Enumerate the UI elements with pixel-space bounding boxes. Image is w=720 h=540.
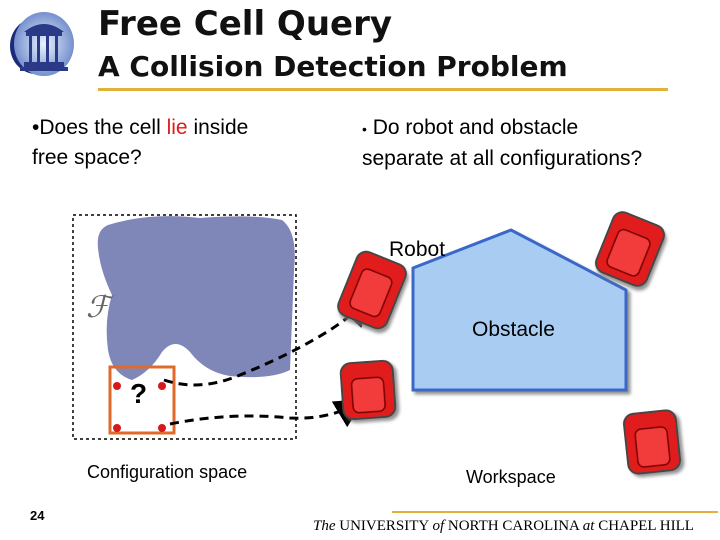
page-title: Free Cell Query [98, 4, 393, 44]
old-well-logo-icon [10, 12, 74, 76]
cell-corner [158, 424, 166, 432]
obstacle-label: Obstacle [472, 318, 555, 341]
bullet-right: • Do robot and obstacle separate at all … [362, 113, 642, 174]
robot-label: Robot [389, 238, 446, 261]
bullet-left-highlight: lie [166, 116, 188, 139]
free-space-region [97, 216, 295, 380]
cell-corner [113, 382, 121, 390]
robot-shape-upper [337, 250, 407, 330]
page-subtitle: A Collision Detection Problem [98, 50, 568, 83]
robot-shape-bottomright [622, 409, 682, 475]
footer-university: UNIVERSITY [339, 518, 429, 534]
footer-divider [392, 511, 718, 513]
bullet-left-line2: free space? [32, 146, 142, 169]
cell-corner [113, 424, 121, 432]
footer-nc: NORTH CAROLINA [447, 518, 580, 534]
robot-shape-middle [339, 359, 397, 421]
query-cell[interactable] [108, 365, 176, 435]
free-space-symbol: ℱ [86, 290, 110, 325]
obstacle-shape [411, 228, 628, 392]
cspace-label: Configuration space [87, 462, 248, 482]
footer-chapel-hill: CHAPEL HILL [598, 518, 694, 534]
footer-institution: The UNIVERSITY of NORTH CAROLINA at CHAP… [313, 518, 694, 535]
title-divider [98, 88, 668, 91]
bullet-right-line2: separate at all configurations? [362, 147, 643, 170]
cell-corner [158, 382, 166, 390]
mapping-arrow-upper [163, 295, 370, 387]
footer-at: at [582, 518, 595, 534]
cspace-frame [72, 214, 297, 440]
footer-of: of [432, 518, 445, 534]
bullet-left-text-b: inside [187, 116, 249, 139]
cell-question-mark: ? [130, 378, 148, 409]
mapping-arrow-lower [169, 398, 366, 428]
bullet-right-line1: Do robot and obstacle [372, 116, 579, 139]
robot-shape-topright [594, 211, 666, 287]
bullet-left: •Does the cell lie inside free space? [32, 113, 248, 173]
page-number: 24 [30, 508, 45, 523]
bullet-left-text-a: Does the cell [39, 116, 167, 139]
workspace-label: Workspace [466, 467, 556, 487]
footer-the: The [313, 518, 336, 534]
